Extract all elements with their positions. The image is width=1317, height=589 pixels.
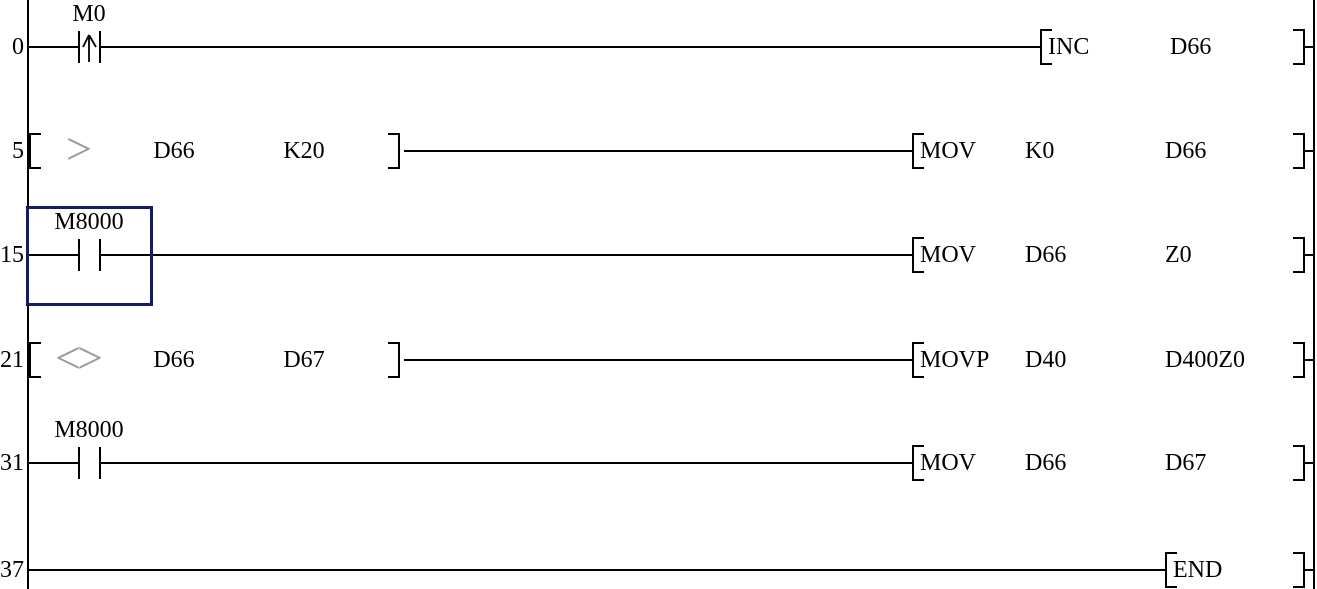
comparison-block[interactable]: > D66 K20 bbox=[29, 123, 404, 175]
open-bracket bbox=[912, 445, 924, 481]
open-bracket bbox=[29, 342, 41, 378]
rung-step-number: 0 bbox=[12, 34, 24, 60]
instruction-operand: D400Z0 bbox=[1165, 347, 1245, 373]
instruction-mnemonic: MOV bbox=[920, 242, 977, 268]
open-bracket bbox=[912, 237, 924, 273]
close-bracket bbox=[1293, 445, 1305, 481]
comparison-operand: D66 bbox=[153, 138, 195, 164]
rising-edge-arrow-icon bbox=[82, 34, 97, 62]
comparison-operand: D67 bbox=[283, 347, 325, 373]
instruction-mnemonic: MOV bbox=[920, 138, 977, 164]
instruction-operand: D66 bbox=[1170, 34, 1212, 60]
rung-line bbox=[29, 46, 78, 48]
rung-line bbox=[101, 46, 1040, 48]
instruction-operand: D66 bbox=[1025, 450, 1067, 476]
rung-line bbox=[1305, 254, 1313, 256]
contact-m8000[interactable]: M8000 bbox=[34, 209, 144, 305]
contact-label: M8000 bbox=[54, 209, 124, 235]
rung-line bbox=[101, 254, 912, 256]
comparison-operator: > bbox=[66, 123, 92, 174]
open-bracket bbox=[912, 342, 924, 378]
close-bracket bbox=[1293, 29, 1305, 65]
instruction-operand: K0 bbox=[1025, 138, 1055, 164]
contact-bar bbox=[99, 31, 101, 63]
close-bracket bbox=[1293, 552, 1305, 588]
contact-bar bbox=[78, 31, 80, 63]
rung-line bbox=[29, 254, 78, 256]
instruction-operand: D66 bbox=[1025, 242, 1067, 268]
rung-line bbox=[1305, 46, 1313, 48]
rung-step-number: 31 bbox=[0, 450, 24, 476]
instruction-operand: D40 bbox=[1025, 347, 1067, 373]
instruction-operand: D67 bbox=[1165, 450, 1207, 476]
rung-line bbox=[1305, 150, 1313, 152]
selection-box bbox=[26, 206, 153, 306]
instruction-block-inc[interactable]: INC D66 bbox=[1040, 23, 1313, 71]
rung-line bbox=[404, 359, 912, 361]
instruction-mnemonic: END bbox=[1173, 557, 1223, 583]
instruction-mnemonic: MOV bbox=[920, 450, 977, 476]
contact-bar bbox=[78, 447, 80, 479]
open-bracket bbox=[1040, 29, 1052, 65]
rung-step-number: 15 bbox=[0, 242, 24, 268]
open-bracket bbox=[29, 133, 41, 169]
instruction-block-movp[interactable]: MOVP D40 D400Z0 bbox=[912, 336, 1313, 384]
open-bracket bbox=[912, 133, 924, 169]
comparison-operand: K20 bbox=[283, 138, 325, 164]
close-bracket bbox=[1293, 133, 1305, 169]
comparison-operator: <> bbox=[55, 332, 103, 383]
instruction-block-mov[interactable]: MOV D66 Z0 bbox=[912, 231, 1313, 279]
instruction-mnemonic: INC bbox=[1048, 34, 1090, 60]
instruction-block-mov[interactable]: MOV D66 D67 bbox=[912, 439, 1313, 487]
instruction-mnemonic: MOVP bbox=[920, 347, 990, 373]
rung-line bbox=[101, 462, 912, 464]
instruction-block-mov[interactable]: MOV K0 D66 bbox=[912, 127, 1313, 175]
instruction-operand: D66 bbox=[1165, 138, 1207, 164]
contact-m8000[interactable]: M8000 bbox=[34, 417, 144, 513]
rung-line bbox=[29, 569, 1165, 571]
rung-step-number: 5 bbox=[12, 138, 24, 164]
open-bracket bbox=[1165, 552, 1177, 588]
rung-step-number: 21 bbox=[0, 347, 24, 373]
contact-bar bbox=[99, 447, 101, 479]
contact-bar bbox=[78, 239, 80, 271]
comparison-block[interactable]: <> D66 D67 bbox=[29, 332, 404, 384]
rung-line bbox=[1305, 569, 1313, 571]
contact-bar bbox=[99, 239, 101, 271]
close-bracket bbox=[388, 342, 400, 378]
close-bracket bbox=[1293, 342, 1305, 378]
close-bracket bbox=[388, 133, 400, 169]
close-bracket bbox=[1293, 237, 1305, 273]
rung-line bbox=[404, 150, 912, 152]
rung-line bbox=[1305, 359, 1313, 361]
contact-m0[interactable]: M0 bbox=[34, 1, 144, 97]
instruction-operand: Z0 bbox=[1165, 242, 1192, 268]
contact-label: M0 bbox=[72, 1, 106, 27]
rung-line bbox=[29, 462, 78, 464]
comparison-operand: D66 bbox=[153, 347, 195, 373]
contact-label: M8000 bbox=[54, 417, 124, 443]
rung-step-number: 37 bbox=[0, 557, 24, 583]
instruction-block-end[interactable]: END bbox=[1165, 546, 1313, 589]
right-power-rail bbox=[1313, 0, 1315, 589]
rung-line bbox=[1305, 462, 1313, 464]
